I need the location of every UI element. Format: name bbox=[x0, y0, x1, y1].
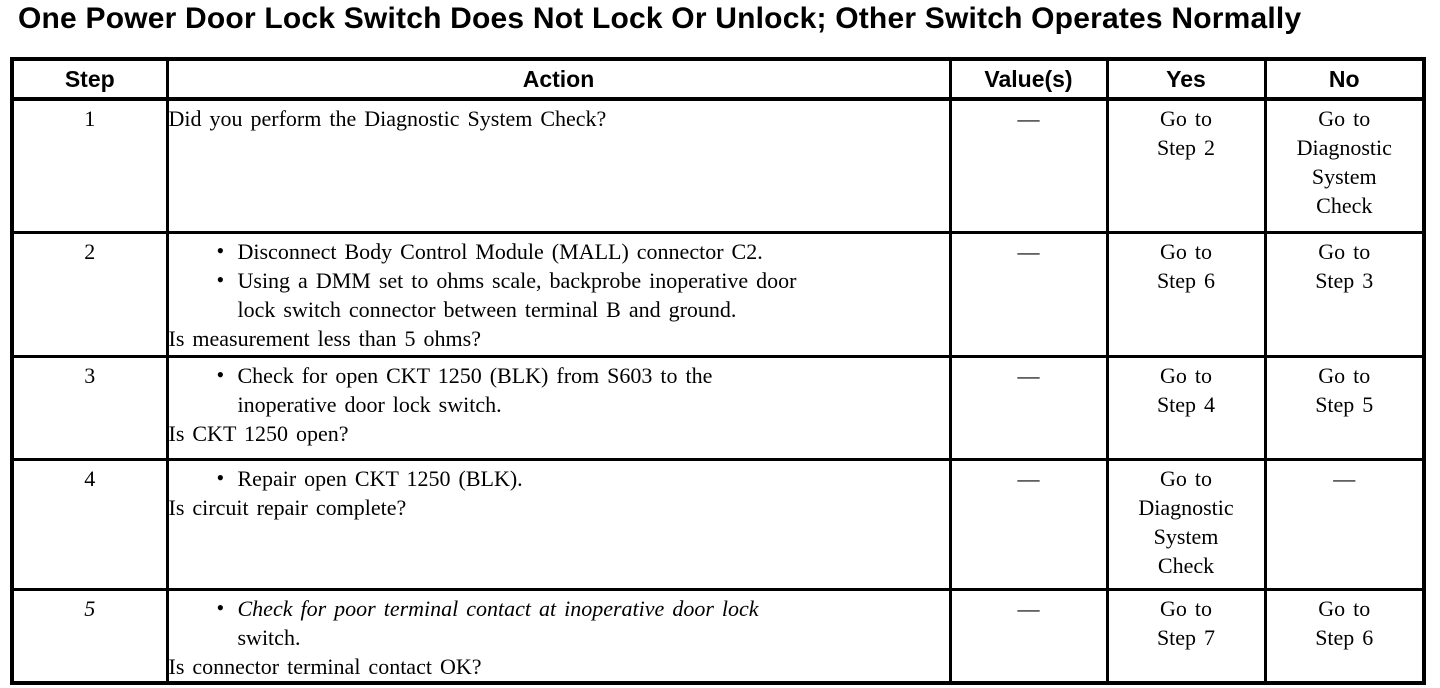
action-question: Is measurement less than 5 ohms? bbox=[168, 325, 482, 351]
header-row: Step Action Value(s) Yes No bbox=[10, 57, 1426, 101]
action-question: Is connector terminal contact OK? bbox=[168, 653, 482, 679]
action-bullet: Disconnect Body Control Module (MALL) co… bbox=[213, 235, 949, 266]
value-cell: — bbox=[948, 457, 1109, 591]
action-question: Is CKT 1250 open? bbox=[168, 420, 349, 446]
step-cell: 5 bbox=[10, 587, 169, 685]
table-row: 2 Disconnect Body Control Module (MALL) c… bbox=[10, 230, 1426, 358]
value-cell: — bbox=[948, 587, 1109, 685]
page-title: One Power Door Lock Switch Does Not Lock… bbox=[18, 2, 1302, 35]
column-header-yes: Yes bbox=[1105, 57, 1267, 101]
action-bullet: Using a DMM set to ohms scale, backprobe… bbox=[213, 265, 949, 324]
action-bullet: Check for poor terminal contact at inope… bbox=[213, 592, 949, 652]
action-cell: Repair open CKT 1250 (BLK).Is circuit re… bbox=[165, 457, 952, 591]
action-bullet: Check for open CKT 1250 (BLK) from S603 … bbox=[213, 359, 949, 419]
column-header-action: Action bbox=[165, 57, 952, 101]
column-header-step: Step bbox=[10, 57, 169, 101]
value-cell: — bbox=[948, 230, 1109, 358]
table-row: 4Repair open CKT 1250 (BLK).Is circuit r… bbox=[10, 457, 1426, 591]
action-question: Is circuit repair complete? bbox=[168, 494, 407, 520]
step-cell: 3 bbox=[10, 354, 169, 461]
action-cell: Disconnect Body Control Module (MALL) co… bbox=[165, 230, 952, 358]
column-header-values: Value(s) bbox=[948, 57, 1109, 101]
column-header-no: No bbox=[1263, 57, 1426, 101]
step-cell: 1 bbox=[10, 97, 169, 234]
no-cell: — bbox=[1263, 457, 1426, 591]
value-cell: — bbox=[948, 97, 1109, 234]
action-bullet: Repair open CKT 1250 (BLK). bbox=[213, 462, 949, 493]
table-row: 5 Check for poor terminal contact at inop… bbox=[10, 587, 1426, 685]
action-cell: Check for poor terminal contact at inope… bbox=[165, 587, 952, 685]
value-cell: — bbox=[948, 354, 1109, 461]
step-cell: 2 bbox=[10, 230, 169, 358]
action-cell: Check for open CKT 1250 (BLK) from S603 … bbox=[165, 354, 952, 461]
step-cell: 4 bbox=[10, 457, 169, 591]
action-cell: Did you perform the Diagnostic System Ch… bbox=[165, 97, 952, 234]
table-row: 3 Check for open CKT 1250 (BLK) from S603… bbox=[10, 354, 1426, 461]
action-question: Did you perform the Diagnostic System Ch… bbox=[168, 106, 607, 131]
